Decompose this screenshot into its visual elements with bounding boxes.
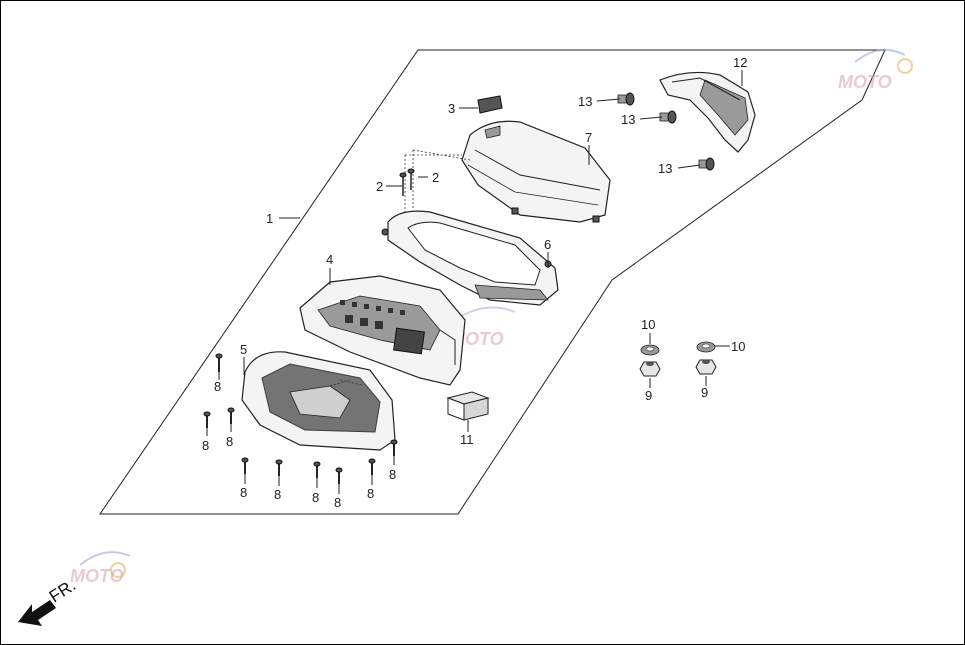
leader-lines (206, 70, 743, 494)
label-part-8-h: 8 (367, 486, 374, 501)
front-direction-arrow (18, 600, 56, 626)
part-2-screw-b (407, 168, 415, 190)
part-10-washer-b (696, 341, 716, 353)
part-13-screw-c (698, 157, 715, 171)
part-8-bolt-8 (368, 458, 376, 475)
part-11-foam-block (446, 391, 490, 421)
part-3-connector (477, 95, 503, 114)
part-8-bolt-3 (227, 407, 235, 424)
label-part-8-g: 8 (334, 495, 341, 510)
label-part-9-a: 9 (645, 388, 652, 403)
part-8-bolt-1 (215, 353, 223, 372)
label-part-9-b: 9 (701, 385, 708, 400)
label-part-8-d: 8 (240, 485, 247, 500)
part-9-nut-a (639, 361, 661, 377)
guide-lines-part-2 (404, 149, 471, 220)
label-part-2-right: 2 (432, 170, 439, 185)
label-part-8-f: 8 (312, 490, 319, 505)
label-part-3: 3 (448, 101, 455, 116)
label-part-13-a: 13 (578, 94, 592, 109)
label-part-1: 1 (266, 211, 273, 226)
part-8-bolt-4 (241, 457, 249, 474)
label-part-7: 7 (585, 130, 592, 145)
part-10-washer-a (640, 344, 660, 356)
svg-text:MOTO: MOTO (838, 72, 892, 92)
label-part-8-a: 8 (214, 379, 221, 394)
label-part-13-c: 13 (658, 161, 672, 176)
part-13-screw-a (617, 92, 635, 106)
part-4-circuit-board (299, 275, 466, 386)
label-part-13-b: 13 (621, 112, 635, 127)
label-part-10-b: 10 (731, 339, 745, 354)
label-part-8-b: 8 (202, 438, 209, 453)
part-12-rear-cover (659, 71, 756, 153)
watermark-bottom-left: MOTO (70, 551, 131, 586)
part-8-bolt-6 (313, 461, 321, 478)
watermark-top-right: MOTO (838, 48, 913, 92)
label-part-4: 4 (326, 252, 333, 267)
part-8-bolt-2 (203, 411, 211, 428)
part-5-lower-case (241, 351, 396, 451)
label-part-8-i: 8 (389, 467, 396, 482)
label-part-8-c: 8 (226, 434, 233, 449)
part-8-bolt-9 (390, 439, 398, 456)
part-13-screw-b (659, 110, 677, 124)
label-part-2-left: 2 (376, 179, 383, 194)
part-2-screw-a (399, 172, 407, 196)
label-part-11: 11 (460, 432, 474, 447)
part-6-bezel (381, 210, 559, 306)
label-part-6: 6 (544, 237, 551, 252)
part-8-bolt-5 (275, 459, 283, 476)
part-8-bolt-7 (335, 467, 343, 484)
part-9-nut-b (695, 359, 717, 375)
label-part-8-e: 8 (274, 487, 281, 502)
label-part-10-a: 10 (641, 317, 655, 332)
label-part-5: 5 (240, 342, 247, 357)
part-7-upper-cover (461, 120, 611, 223)
label-part-12: 12 (733, 55, 747, 70)
